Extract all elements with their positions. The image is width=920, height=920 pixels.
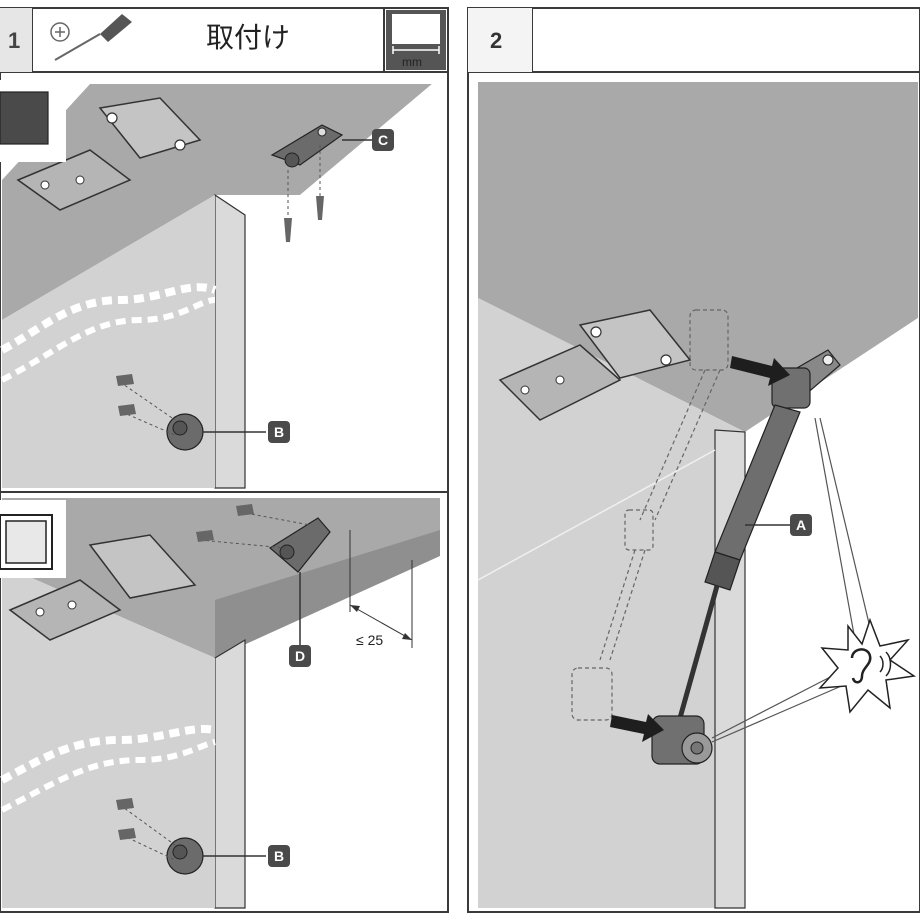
callout-b-lower: B <box>268 845 290 867</box>
panel-two <box>470 74 918 910</box>
step-number-two: 2 <box>490 28 503 53</box>
measure-mm-icon <box>386 10 446 70</box>
step-one-box <box>0 8 32 72</box>
frames <box>0 7 920 913</box>
callout-d: D <box>289 645 311 667</box>
ear-click-icon <box>818 617 917 714</box>
push-arrow-bottom <box>610 714 664 742</box>
step-two-box <box>468 8 532 72</box>
unit-label: mm <box>402 55 422 69</box>
push-arrow-top <box>730 356 790 386</box>
screwdriver-icon <box>50 14 132 61</box>
step-number-one: 1 <box>8 28 21 53</box>
dimension-label: ≤ 25 <box>356 632 384 648</box>
callout-c: C <box>372 129 394 151</box>
callout-b-upper: B <box>268 421 290 443</box>
page-title: 取付け <box>206 21 291 54</box>
panel-one-lower <box>0 494 446 910</box>
callout-a: A <box>790 514 812 536</box>
panel-one-upper <box>0 74 446 490</box>
